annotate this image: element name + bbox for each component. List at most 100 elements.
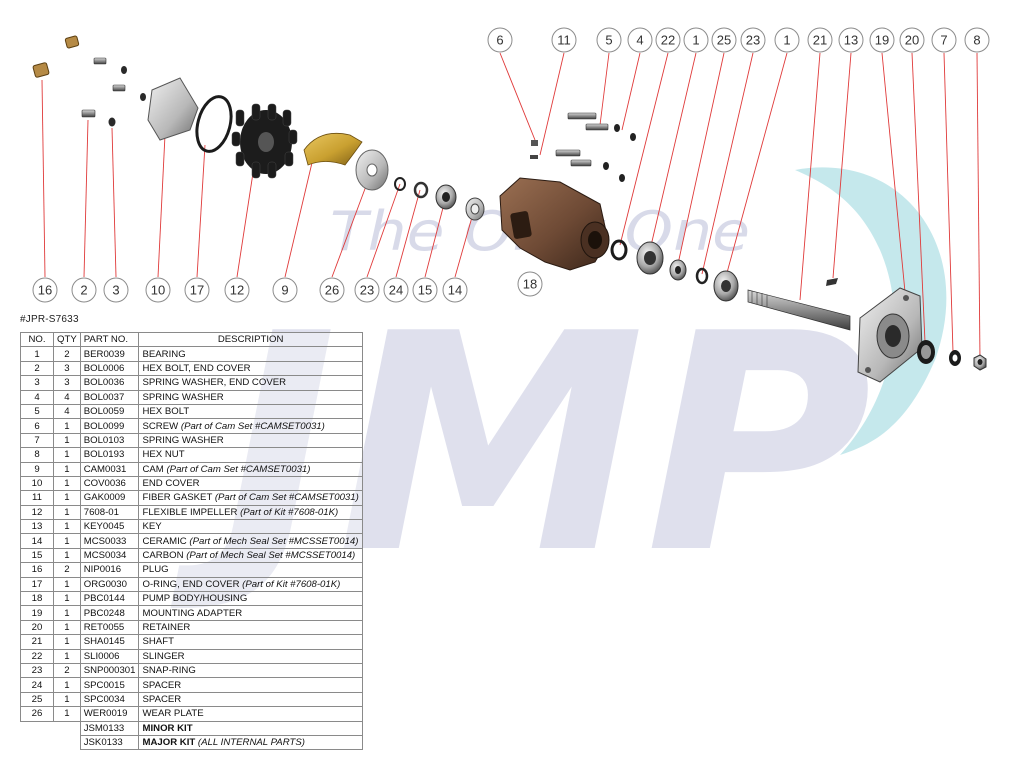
callout-circle — [931, 27, 957, 53]
callout-number: 10 — [151, 283, 165, 298]
description-text: KEY — [142, 521, 162, 533]
cell-qty: 3 — [53, 375, 81, 391]
cell-description: CARBON (Part of Mech Seal Set #MCSSET001… — [138, 547, 363, 564]
description-text: MOUNTING ADAPTER — [142, 607, 243, 619]
callout-circle — [899, 27, 925, 53]
description-text: SLINGER — [142, 650, 185, 662]
cell-part-no: SLI0006 — [79, 648, 140, 664]
cell-qty: 1 — [53, 648, 81, 664]
description-text: CAM — [142, 463, 164, 475]
callout-number: 15 — [418, 283, 432, 298]
cell-qty: 2 — [53, 662, 81, 679]
cell-no: 17 — [20, 576, 54, 593]
cell-no: 2 — [20, 360, 54, 377]
cell-description: O-RING, END COVER (Part of Kit #7608-01K… — [138, 576, 363, 593]
cell-no: 22 — [20, 648, 54, 664]
description-text: SPRING WASHER, END COVER — [142, 377, 287, 389]
cell-no: 16 — [20, 562, 54, 578]
cell-no: 15 — [20, 547, 54, 564]
cell-no: 25 — [20, 691, 54, 708]
cell-qty: 1 — [53, 576, 81, 593]
callout-number: 2 — [80, 283, 87, 298]
callout-number: 6 — [496, 33, 503, 48]
header-description: DESCRIPTION — [138, 331, 363, 348]
cell-description: SPRING WASHER — [138, 389, 363, 405]
callout-number: 21 — [813, 33, 827, 48]
cell-description: FIBER GASKET (Part of Cam Set #CAMSET003… — [138, 490, 363, 506]
callout-number: 1 — [783, 33, 790, 48]
header-no: NO. — [20, 331, 54, 348]
callout-15: 15 — [412, 277, 438, 303]
cell-part-no: GAK0009 — [79, 490, 140, 506]
cell-qty: 1 — [53, 619, 81, 636]
kit-label: MAJOR KIT — [142, 737, 196, 749]
model-code: #JPR-S7633 — [20, 314, 79, 325]
description-text: END COVER — [142, 478, 200, 490]
callout-circle — [964, 27, 990, 53]
description-text: SHAFT — [142, 636, 174, 648]
watermark-swoosh — [795, 167, 947, 456]
spring-washers-part-4 — [603, 124, 636, 182]
callout-number: 25 — [717, 33, 731, 48]
callout-26: 26 — [319, 277, 345, 303]
callout-19: 19 — [869, 27, 895, 53]
callout-circle — [354, 277, 380, 303]
callout-25: 25 — [711, 27, 737, 53]
cell-no: 5 — [20, 403, 54, 420]
callout-circle — [103, 277, 129, 303]
callout-number: 20 — [905, 33, 919, 48]
plug-part-16 — [32, 35, 80, 78]
callout-number: 7 — [940, 33, 947, 48]
callout-17: 17 — [184, 277, 210, 303]
cell-qty: 4 — [53, 403, 81, 420]
callout-number: 13 — [844, 33, 858, 48]
cell-kit-part-no: JSM0133 — [79, 720, 140, 736]
cell-description: BEARING — [138, 346, 363, 362]
cell-description: SNAP-RING — [138, 662, 363, 679]
callout-number: 4 — [636, 33, 643, 48]
cell-description: WEAR PLATE — [138, 706, 363, 722]
bearing-part-1-a — [636, 241, 664, 275]
cell-qty: 1 — [53, 504, 81, 521]
end-cover-bolts-part-2 — [81, 57, 126, 118]
cell-description: CERAMIC (Part of Mech Seal Set #MCSSET00… — [138, 533, 363, 549]
description-text: SPACER — [142, 693, 182, 705]
cell-qty: 1 — [53, 490, 81, 506]
cell-description: RETAINER — [138, 619, 363, 636]
shaft-part-21 — [747, 289, 851, 331]
callout-circle — [869, 27, 895, 53]
callout-number: 23 — [746, 33, 760, 48]
callout-number: 16 — [38, 283, 52, 298]
cell-part-no: COV0036 — [79, 475, 140, 492]
callout-number: 22 — [661, 33, 675, 48]
description-text: O-RING, END COVER — [142, 578, 240, 590]
callout-8: 8 — [964, 27, 990, 53]
callout-number: 11 — [557, 33, 571, 48]
callout-circle — [655, 27, 681, 53]
cell-part-no: MCS0034 — [79, 547, 140, 564]
cell-description: SLINGER — [138, 648, 363, 664]
cell-part-no: KEY0045 — [79, 519, 140, 535]
callout-number: 5 — [605, 33, 612, 48]
cell-no: 8 — [20, 447, 54, 463]
description-note: (Part of Mech Seal Set #MCSSET0014) — [189, 535, 359, 547]
callout-16: 16 — [32, 277, 58, 303]
callout-23: 23 — [354, 277, 380, 303]
description-text: CARBON — [142, 550, 184, 562]
callout-circle — [224, 277, 250, 303]
cell-kit-description: MAJOR KIT (ALL INTERNAL PARTS) — [138, 734, 363, 751]
cell-description: KEY — [138, 519, 363, 535]
description-text: HEX BOLT — [142, 406, 190, 418]
cell-no: 14 — [20, 533, 54, 549]
